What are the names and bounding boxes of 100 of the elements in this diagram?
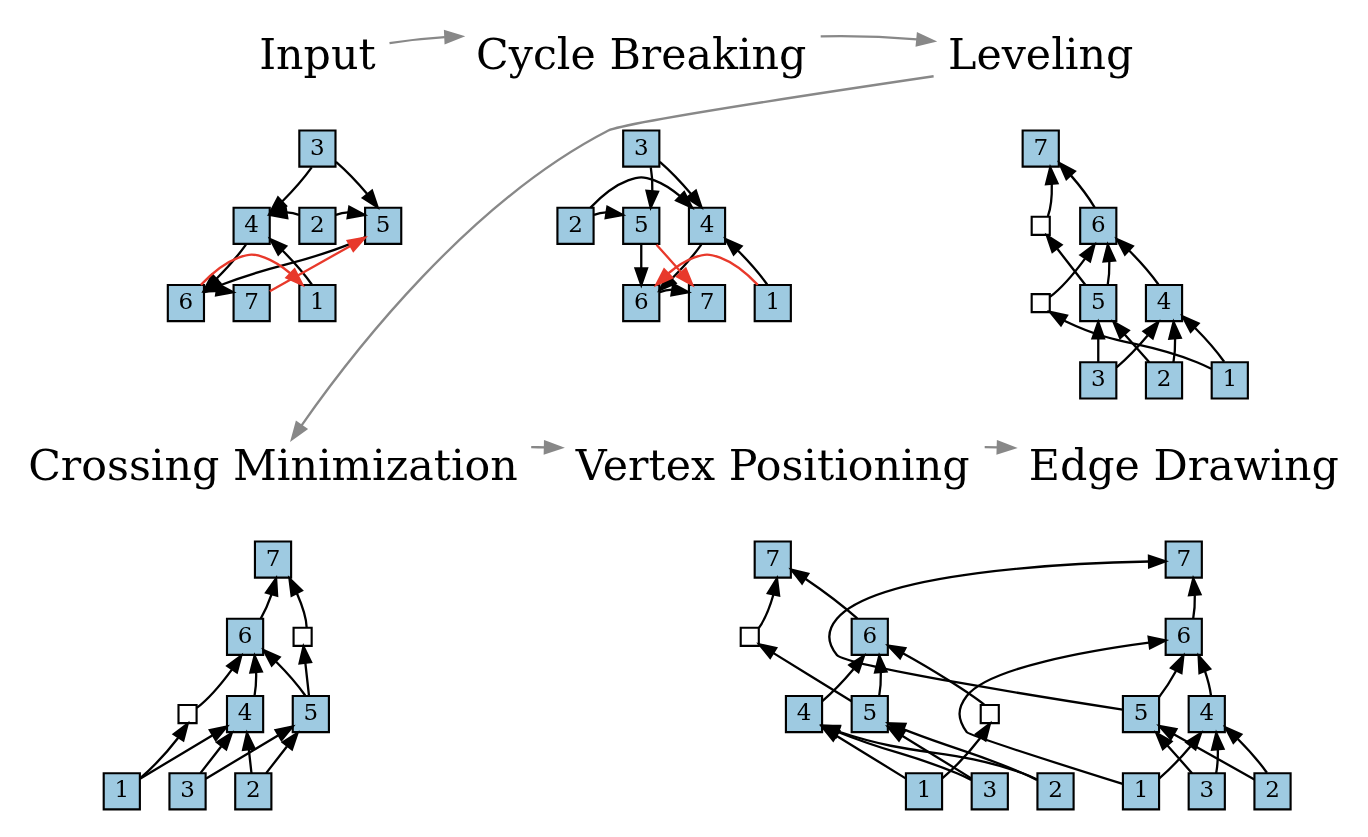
node-box: 4 <box>1144 283 1184 322</box>
arrow <box>1047 309 1212 370</box>
arrow <box>335 160 380 210</box>
arrow <box>723 236 769 285</box>
arrow <box>788 567 859 619</box>
arrow <box>196 652 244 709</box>
arrow <box>139 720 190 779</box>
arrow <box>389 29 466 45</box>
arrow <box>1158 652 1185 698</box>
node-box: 6 <box>225 617 265 656</box>
arrow <box>885 643 986 706</box>
arrow <box>199 729 234 774</box>
node-box: 3 <box>622 128 661 168</box>
arrow <box>653 252 759 287</box>
node-box: 1 <box>1210 360 1249 399</box>
arrow <box>589 175 695 210</box>
arrow <box>266 204 300 220</box>
node-box: 1 <box>298 283 337 322</box>
node-box: 3 <box>970 771 1009 810</box>
node-box: 7 <box>232 283 271 322</box>
arrow <box>820 31 938 47</box>
arrow <box>1197 651 1213 696</box>
arrow <box>287 574 308 627</box>
arrow <box>1049 241 1097 298</box>
node-box: 1 <box>904 771 944 810</box>
node-box: 3 <box>1187 771 1226 810</box>
arrow <box>958 634 1170 785</box>
node-box: 4 <box>687 206 727 245</box>
node-box: 2 <box>556 206 595 245</box>
node-box: 5 <box>1121 694 1161 733</box>
node-box <box>292 626 313 647</box>
arrow <box>265 729 300 774</box>
arrow <box>1044 163 1060 217</box>
arrow <box>1090 317 1106 362</box>
arrow <box>335 204 369 220</box>
node-box: 7 <box>687 283 727 322</box>
arrow <box>821 652 867 702</box>
arrow <box>1111 318 1151 363</box>
node-box: 4 <box>225 694 265 733</box>
arrow <box>757 574 781 629</box>
arrow <box>1222 724 1268 773</box>
arrow <box>828 553 1169 711</box>
node-box: 2 <box>234 771 273 810</box>
node-box: 2 <box>1253 771 1292 810</box>
arrow <box>1044 232 1087 286</box>
arrow <box>1114 236 1160 285</box>
node-box: 1 <box>102 771 141 810</box>
arrow <box>1167 317 1183 362</box>
arrow <box>593 204 627 220</box>
arrow <box>1102 240 1117 285</box>
arrow <box>269 235 368 292</box>
node-box: 3 <box>298 128 337 168</box>
arrow <box>941 720 992 779</box>
arrow <box>290 74 934 442</box>
node-text: Cycle Breaking <box>476 28 807 79</box>
node-box: 5 <box>364 206 403 245</box>
arrow <box>756 641 853 702</box>
node-box: 7 <box>1164 539 1203 579</box>
node-text: Leveling <box>948 28 1134 79</box>
node-box: 4 <box>784 694 824 733</box>
node-box: 5 <box>1079 283 1118 322</box>
arrow <box>1153 729 1193 774</box>
node-box: 1 <box>753 283 792 322</box>
node-box: 2 <box>1144 360 1184 399</box>
node-text: Edge Drawing <box>1028 439 1339 490</box>
arrow <box>1115 318 1161 368</box>
arrow <box>201 235 366 293</box>
node-text: Vertex Positioning <box>575 439 970 490</box>
node-box: 5 <box>850 694 889 733</box>
arrow <box>645 166 660 211</box>
node-box: 6 <box>1079 206 1118 245</box>
node-box <box>979 703 1000 724</box>
node-text: Crossing Minimization <box>28 439 518 490</box>
arrow <box>201 243 247 293</box>
arrow <box>1187 574 1203 619</box>
arrow <box>1210 728 1226 773</box>
arrow <box>1156 723 1255 780</box>
node-box: 7 <box>753 539 792 579</box>
node-box: 6 <box>850 617 889 656</box>
arrow <box>261 647 307 696</box>
node-box: 5 <box>291 694 330 733</box>
node-box: 6 <box>166 283 206 322</box>
node-box: 1 <box>1121 771 1161 810</box>
node-box: 6 <box>622 283 661 322</box>
node-box <box>177 703 198 724</box>
node-box: 6 <box>1164 617 1203 656</box>
arrow <box>298 642 313 696</box>
node-box: 5 <box>622 206 661 245</box>
arrow <box>659 160 704 210</box>
arrow <box>1180 313 1226 362</box>
arrow <box>633 244 649 288</box>
arrow <box>259 574 279 619</box>
node-box: 2 <box>298 206 337 245</box>
node-text: Input <box>259 28 376 79</box>
arrow <box>205 724 296 780</box>
node-box <box>1030 215 1051 236</box>
arrow <box>655 243 695 287</box>
arrow <box>241 728 257 773</box>
node-box: 7 <box>1021 128 1060 168</box>
node-box: 3 <box>1079 360 1118 399</box>
